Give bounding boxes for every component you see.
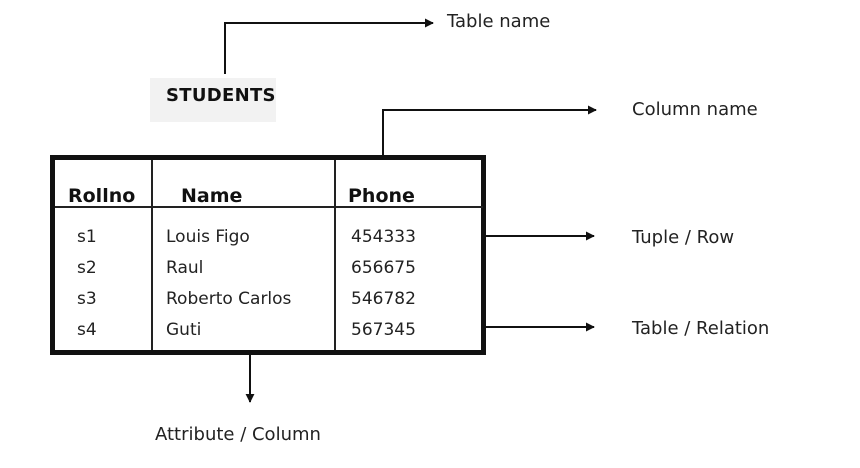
table-name-arrow [224,18,434,74]
tuple-row-label: Tuple / Row [632,227,735,248]
rollno-header: Rollno [55,160,151,208]
attribute-column-label: Attribute / Column [155,424,321,445]
name-column: Name Louis Figo Raul Roberto Carlos Guti [151,160,336,350]
name-cell: Raul [166,258,204,278]
rollno-column: Rollno s1 s2 s3 s4 [55,160,151,350]
relation-table: Rollno s1 s2 s3 s4 Name Louis Figo Raul … [50,155,486,355]
phone-header: Phone [336,160,483,208]
table-title: STUDENTS [150,78,276,122]
rollno-cell: s2 [77,258,97,278]
phone-column: Phone 454333 656675 546782 567345 [334,160,483,350]
name-header: Name [153,160,336,208]
name-cell: Roberto Carlos [166,289,292,309]
name-cell: Louis Figo [166,227,250,247]
column-name-label: Column name [632,99,758,120]
rollno-cell: s4 [77,320,97,340]
column-name-arrow [382,105,597,172]
phone-cell: 567345 [351,320,416,340]
table-name-label: Table name [447,11,551,32]
table-relation-label: Table / Relation [632,318,770,339]
rollno-cell: s3 [77,289,97,309]
name-cell: Guti [166,320,202,340]
phone-cell: 454333 [351,227,416,247]
rollno-cell: s1 [77,227,97,247]
phone-cell: 546782 [351,289,416,309]
phone-cell: 656675 [351,258,416,278]
